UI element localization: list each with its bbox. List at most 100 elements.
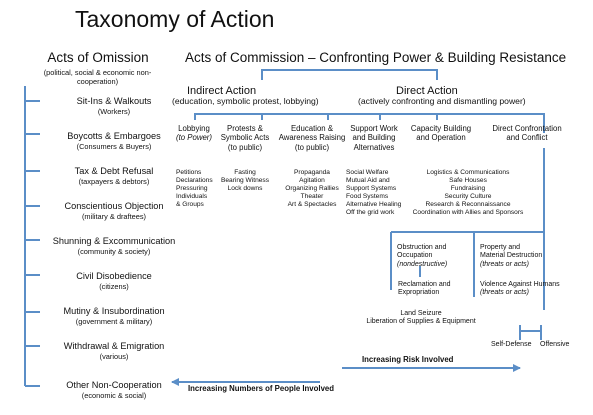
category-line: Capacity Building [410, 124, 472, 133]
omission-item-sub: (military & draftees) [81, 212, 147, 221]
omission-item-sub: (community & society) [77, 247, 151, 256]
node-line: Material Destruction [480, 252, 543, 260]
list-item: Declarations [176, 176, 213, 184]
list-item: Organizing Rallies [285, 184, 339, 192]
category-line: and Building [352, 133, 396, 143]
category-line: (to public) [227, 142, 263, 152]
list-item: Safe Houses [449, 176, 487, 184]
list-item: Petitions [176, 169, 202, 176]
category-capacity-building: Capacity Building and Operation [405, 124, 477, 143]
category-protests: Protests & Symbolic Acts (to public) [214, 124, 276, 152]
omission-item-label: Mutiny & Insubordination [63, 306, 165, 316]
list-item: Lock downs [227, 184, 263, 192]
omission-item-sub: (taxpayers & debtors) [78, 177, 150, 186]
list-item: Theater [300, 192, 324, 200]
category-lobbying: Lobbying (to Power) [168, 124, 220, 143]
omission-item-label: Withdrawal & Emigration [63, 341, 165, 351]
protests-list: Fasting Bearing Witness Lock downs [214, 169, 276, 193]
omission-item-label: Boycotts & Embargoes [67, 131, 161, 141]
capacity-building-list: Logistics & Communications Safe Houses F… [403, 169, 533, 216]
list-item: Research & Reconnaissance [425, 200, 511, 208]
direct-action-title: Direct Action [396, 85, 458, 97]
commission-bracket [261, 69, 438, 80]
list-item: Fasting [234, 169, 256, 176]
list-item: Security Culture [444, 192, 492, 200]
category-line: Awareness Raising [278, 133, 346, 143]
category-education: Education & Awareness Raising (to public… [276, 124, 348, 152]
omission-subtitle-2: cooperation) [76, 77, 119, 86]
node-line: Land Seizure [400, 310, 442, 317]
omission-item-sub: (government & military) [75, 317, 153, 326]
indirect-action-title: Indirect Action [187, 85, 257, 97]
node-offensive: Offensive [540, 341, 570, 348]
list-item: Fundraising [450, 184, 486, 192]
omission-item-label: Civil Disobedience [76, 271, 152, 281]
defense-branch [519, 325, 542, 332]
lobbying-list: Petitions Declarations Pressuring Indivi… [176, 169, 213, 209]
list-item: Support Systems [346, 184, 397, 192]
node-violence: Violence Against Humans (threats or acts… [480, 281, 560, 298]
node-property-destruction: Property and Material Destruction (threa… [480, 244, 542, 269]
category-line: Direct Confrontation [492, 124, 562, 133]
node-self-defense: Self-Defense [491, 341, 532, 348]
indirect-action-sub: (education, symbolic protest, lobbying) [172, 96, 319, 106]
list-item: Art & Spectacles [287, 200, 337, 208]
education-list: Propaganda Agitation Organizing Rallies … [276, 169, 348, 209]
direct-action-sub: (actively confronting and dismantling po… [358, 96, 526, 106]
list-item: Alternative Healing [346, 200, 402, 208]
category-ticks [194, 114, 438, 120]
node-line: Violence Against Humans [480, 281, 560, 288]
commission-heading: Acts of Commission – Confronting Power &… [185, 50, 567, 65]
category-line: Education & [290, 124, 334, 133]
list-item: Off the grid work [346, 208, 395, 216]
omission-item-sub: (Consumers & Buyers) [76, 142, 152, 151]
category-line: (to public) [294, 142, 330, 152]
node-line: Property and [480, 244, 521, 251]
category-support-work: Support Work and Building Alternatives [344, 124, 404, 152]
list-item: Social Welfare [346, 169, 389, 176]
omission-heading: Acts of Omission [47, 50, 149, 65]
omission-item-sub: (various) [99, 352, 129, 361]
node-line: Occupation [397, 252, 433, 260]
list-item: Individuals [176, 192, 208, 200]
node-line: (nondestructive) [397, 260, 448, 268]
node-obstruction: Obstruction and Occupation (nondestructi… [397, 244, 447, 269]
list-item: Mutual Aid and [346, 176, 390, 184]
list-item: Pressuring [176, 184, 208, 192]
list-item: Bearing Witness [220, 176, 269, 184]
omission-item-sub: (Workers) [97, 107, 131, 116]
support-work-list: Social Welfare Mutual Aid and Support Sy… [346, 169, 401, 216]
category-line: Lobbying [178, 124, 210, 133]
list-item: & Groups [176, 200, 204, 208]
category-line: and Conflict [506, 133, 548, 143]
category-line: Protests & [227, 124, 263, 133]
list-item: Propaganda [294, 169, 330, 176]
category-line: (to Power) [176, 133, 212, 143]
list-item: Coordination with Allies and Sponsors [412, 208, 524, 216]
omission-item-sub: (economic & social) [81, 391, 147, 400]
omission-item-label: Shunning & Excommunication [52, 236, 176, 246]
category-direct-confrontation: Direct Confrontation and Conflict [482, 124, 572, 143]
page-title: Taxonomy of Action [75, 6, 275, 32]
omission-item-label: Other Non-Cooperation [66, 380, 162, 390]
node-line: (threats or acts) [480, 260, 530, 268]
node-line: Expropriation [398, 289, 440, 297]
node-line: (threats or acts) [480, 289, 530, 297]
omission-item-label: Sit-Ins & Walkouts [76, 96, 152, 106]
omission-ticks [25, 100, 40, 387]
node-reclamation: Reclamation and Expropriation [398, 281, 451, 298]
list-item: Food Systems [346, 192, 389, 200]
node-line: Liberation of Supplies & Equipment [366, 318, 476, 326]
node-line: Obstruction and [397, 244, 447, 251]
list-item: Agitation [299, 176, 325, 184]
node-line: Reclamation and [398, 281, 451, 288]
omission-item-label: Conscientious Objection [64, 201, 164, 211]
omission-item-sub: (citizens) [99, 282, 129, 291]
omission-subtitle-1: (political, social & economic non- [43, 68, 152, 77]
omission-item-label: Tax & Debt Refusal [74, 166, 154, 176]
risk-arrow-label: Increasing Risk Involved [362, 355, 454, 364]
node-land-seizure: Land Seizure Liberation of Supplies & Eq… [356, 310, 486, 327]
category-line: Symbolic Acts [220, 133, 270, 143]
